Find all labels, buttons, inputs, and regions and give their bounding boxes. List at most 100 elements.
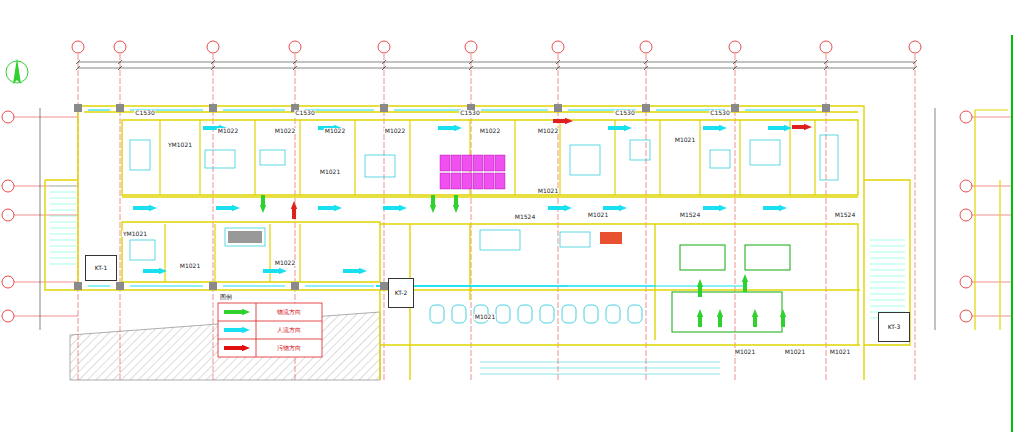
flow-arrow [260,195,266,213]
shaft-label: KT-2 [395,290,408,297]
axis-line [384,54,385,380]
axis-line [646,54,647,380]
wall-line [45,179,78,180]
dimension-tick [913,66,917,70]
stair-tread [870,240,905,241]
axis-bubble [820,41,832,53]
legend-swatch [224,345,250,351]
dimension-tick [293,60,297,64]
furniture [440,173,450,189]
wall-line [45,180,78,290]
furniture [495,173,505,189]
door-tag: M1021 [179,263,201,269]
green-room [745,245,790,270]
fixture [130,240,155,260]
window [130,286,203,287]
axis-line [14,316,78,317]
axis-line [213,54,214,380]
flow-arrow [697,309,703,327]
column [554,104,562,112]
window [88,109,110,110]
axis-bubble [114,41,126,53]
column [74,104,82,112]
stair-tread [50,228,76,229]
dimension-tick [118,66,122,70]
fixture [480,230,520,250]
window [223,109,285,110]
fixture [820,135,838,180]
wall-line [380,344,860,345]
door-tag: C1530 [709,110,730,116]
stair-tread [50,186,76,187]
axis-line [735,54,736,380]
partition-wall [699,120,700,195]
stair-tread [870,282,905,283]
flow-arrow [143,268,167,274]
toilet-fixture [628,305,642,323]
column [116,282,124,290]
partition-wall [269,224,270,282]
partition-wall [814,120,815,195]
axis-line [14,282,78,283]
legend-row-line [218,321,322,322]
dimension-line [78,62,915,63]
window [394,109,461,110]
door-tag: C1530 [134,110,155,116]
dimension-tick [913,60,917,64]
door-tag: M1022 [384,128,406,134]
flow-arrow [216,205,240,211]
dimension-tick [644,66,648,70]
stair-tread [870,294,905,295]
shaft-box: KT-2 [388,278,414,308]
window [223,286,285,287]
dimension-tick [644,60,648,64]
flow-arrow [263,268,287,274]
fixture [750,140,780,165]
dimension-tick [556,66,560,70]
partition-wall [514,120,515,195]
door-tag: M1022 [479,128,501,134]
fixture [710,150,730,168]
green-room [680,245,725,270]
axis-bubble [2,209,14,221]
window [88,286,110,287]
flow-arrow [291,201,297,219]
dimension-line [40,108,41,330]
door-tag: M1021 [474,314,496,320]
stair-tread [50,192,76,193]
sheet-border [1011,35,1013,432]
axis-line [972,215,1012,216]
flow-arrow [768,125,792,131]
window [745,109,816,110]
toilet-fixture [430,305,444,323]
axis-bubble [289,41,301,53]
axis-line [972,117,1012,118]
wall-line [78,106,864,380]
fixture [205,150,235,168]
legend-swatch [224,309,250,315]
legend-text: 污物方向 [277,345,301,351]
furniture [451,155,461,171]
flow-arrow [697,279,703,297]
toilet-fixture [606,305,620,323]
window [376,286,745,287]
door-tag: M1021 [537,188,559,194]
door-tag: M1021 [587,212,609,218]
dimension-tick [76,66,80,70]
stair-tread [50,240,76,241]
legend-table [218,303,322,357]
furniture [451,173,461,189]
flow-arrow [383,205,407,211]
wall-line [122,196,858,197]
furniture [484,155,494,171]
partition-wall [739,120,740,195]
toilet-fixture [540,305,554,323]
furniture [473,173,483,189]
door-tag: M1021 [829,349,851,355]
dimension-tick [76,60,80,64]
axis-line [14,117,78,118]
stair-tread [870,264,905,265]
partition-wall [559,120,560,195]
door-tag: C1530 [294,110,315,116]
stair-tread [50,204,76,205]
